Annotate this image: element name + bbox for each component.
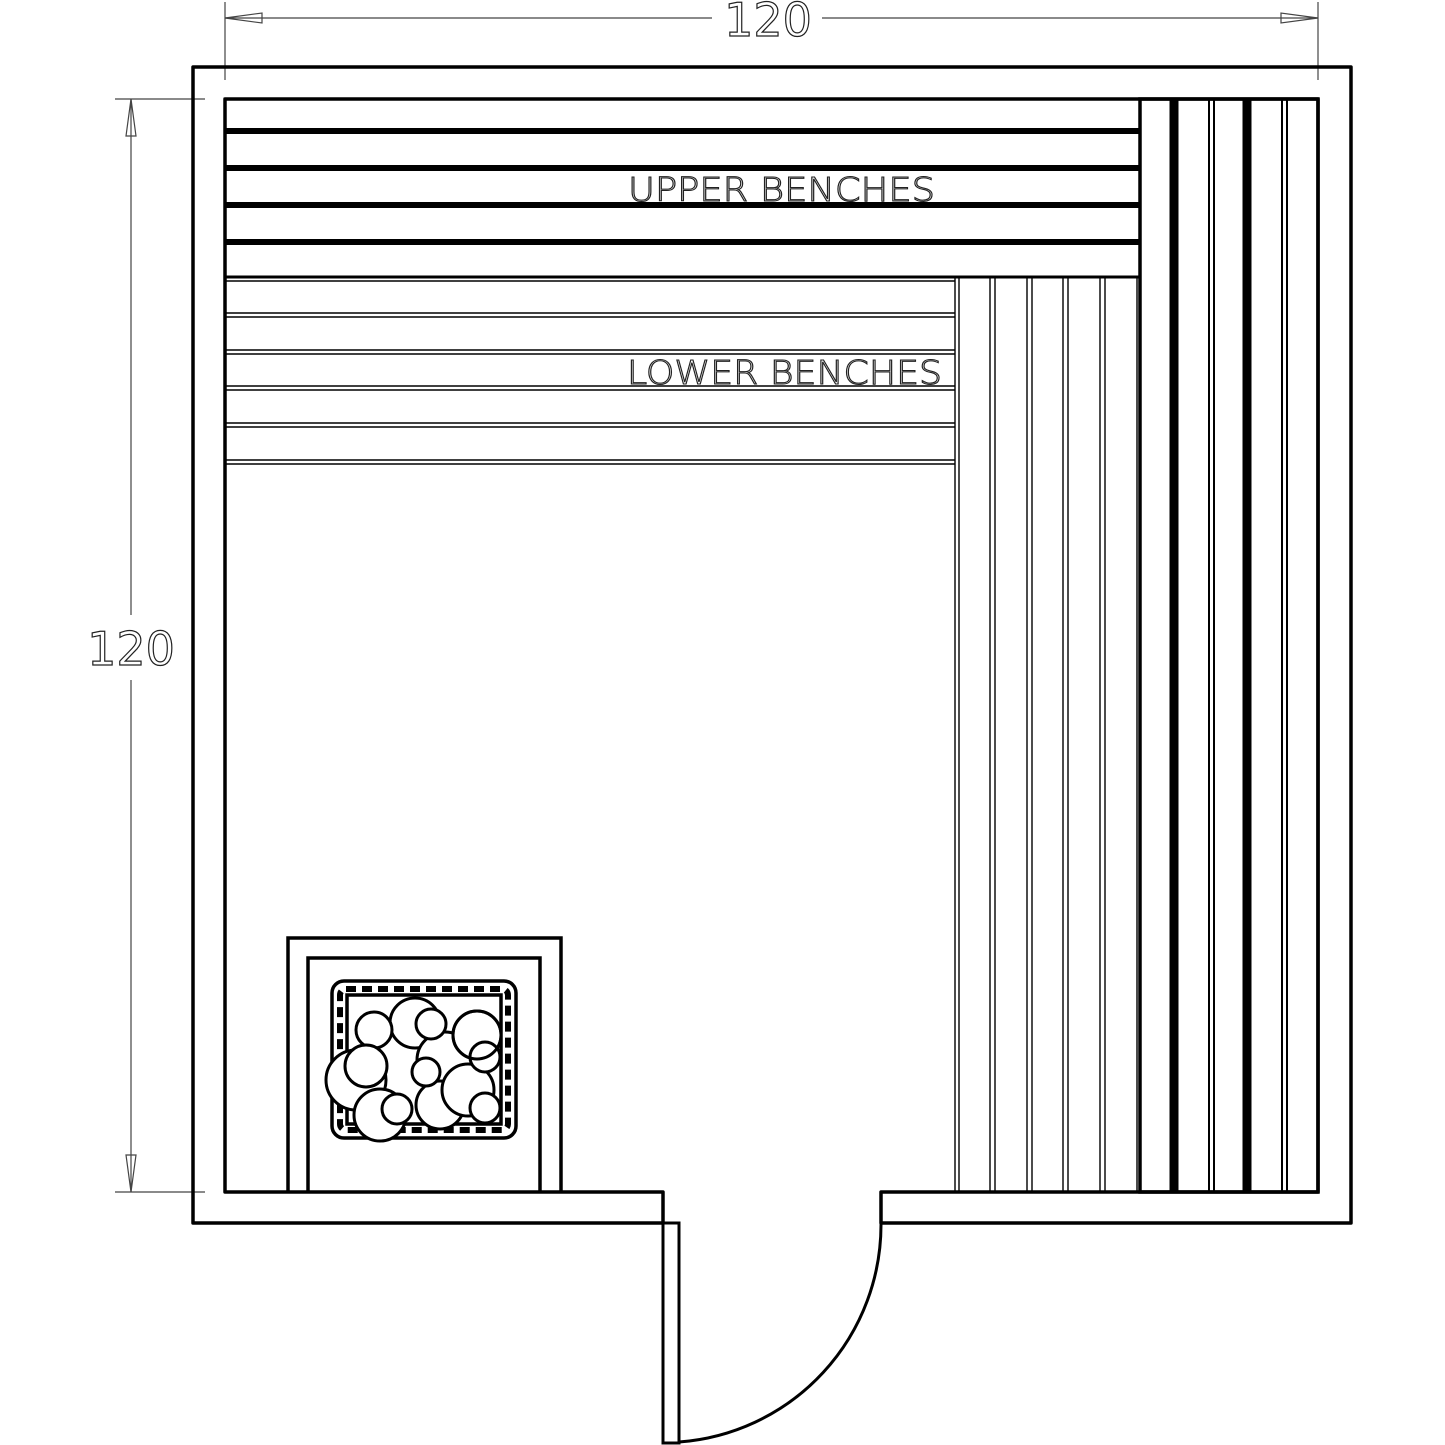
depth-dimension-label: 120 (87, 622, 175, 676)
width-dimension (224, 2, 1319, 80)
arrow-left-icon (224, 12, 263, 24)
depth-dimension (115, 98, 205, 1193)
heater-stones-icon (324, 996, 503, 1143)
arrow-right-icon (1280, 12, 1319, 24)
upper-benches-label: UPPER BENCHES (628, 170, 935, 209)
arrow-up-icon (125, 98, 137, 137)
lower-bench-side (954, 277, 1138, 1192)
sauna-heater (286, 936, 563, 1192)
lower-bench-back (225, 280, 955, 465)
door-swing-arc (678, 1222, 883, 1444)
width-dimension-label: 120 (724, 0, 812, 47)
door[interactable] (661, 1221, 883, 1445)
arrow-down-icon (125, 1154, 137, 1193)
lower-benches-label: LOWER BENCHES (627, 353, 942, 392)
upper-bench-side (1138, 97, 1320, 1194)
